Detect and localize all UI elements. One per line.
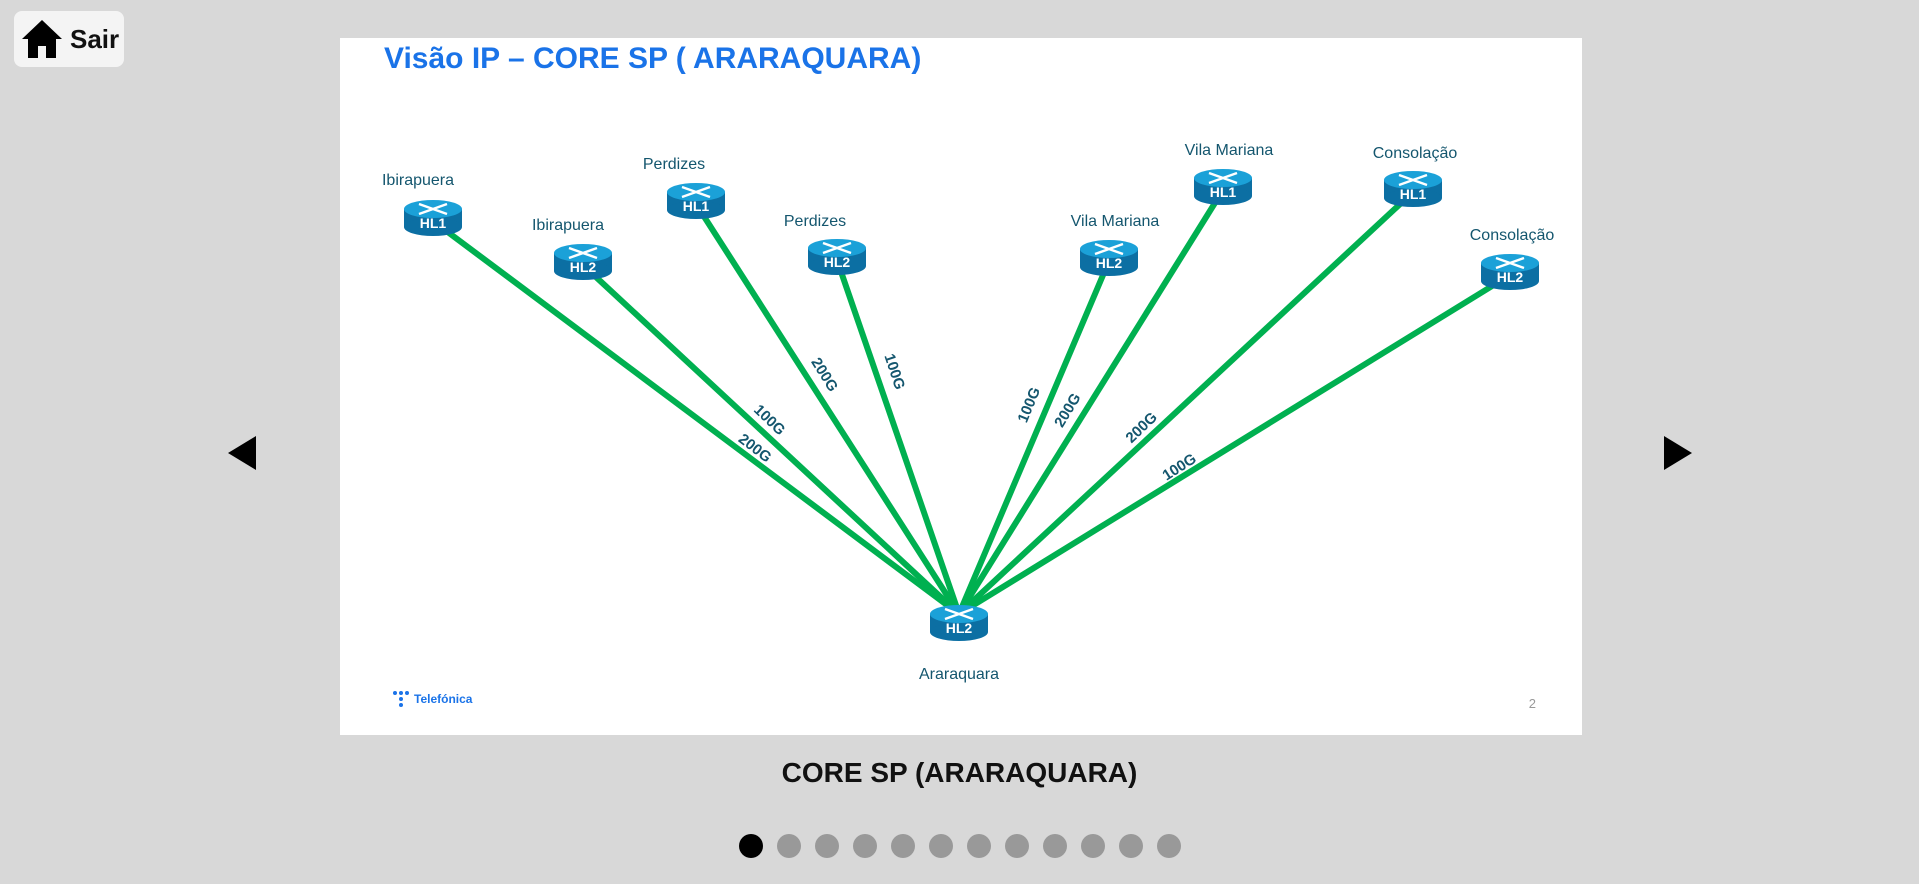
pagination-dot[interactable] bbox=[738, 834, 763, 858]
hub-router-node: HL2 bbox=[930, 605, 988, 641]
router-node: HL1 bbox=[667, 183, 725, 219]
pagination-dot[interactable] bbox=[1004, 834, 1029, 858]
telefonica-logo: Telefónica bbox=[392, 690, 472, 708]
router-tag: HL2 bbox=[1096, 255, 1123, 271]
router-node: HL1 bbox=[1384, 171, 1442, 207]
slide-caption: CORE SP (ARARAQUARA) bbox=[781, 757, 1138, 788]
router-arrows-icon bbox=[1208, 171, 1238, 185]
link-line bbox=[956, 259, 1112, 616]
router-tag: HL2 bbox=[824, 254, 851, 270]
router-arrows-icon bbox=[1094, 242, 1124, 256]
home-icon bbox=[22, 20, 62, 58]
router-site-label: Consolação bbox=[1373, 145, 1458, 162]
router-arrows-icon bbox=[681, 185, 711, 199]
router-tag: HL2 bbox=[946, 620, 973, 636]
link-bandwidth-label: 100G bbox=[750, 401, 788, 439]
router-tag: HL1 bbox=[1400, 186, 1427, 202]
router-arrows-icon bbox=[568, 246, 598, 260]
slide-title: Visão IP – CORE SP ( ARARAQUARA) bbox=[384, 42, 922, 75]
routers-layer: HL1IbirapueraHL2IbirapueraHL1PerdizesHL2… bbox=[382, 142, 1554, 683]
link-line bbox=[431, 218, 961, 617]
pagination-dot[interactable] bbox=[966, 834, 991, 858]
link-line bbox=[957, 272, 1512, 617]
previous-slide-arrow-icon[interactable] bbox=[226, 434, 258, 472]
telefonica-logo-icon bbox=[393, 691, 409, 707]
router-tag: HL2 bbox=[1497, 269, 1524, 285]
router-node: HL2 bbox=[1080, 240, 1138, 276]
pagination-dot[interactable] bbox=[1042, 834, 1067, 858]
router-site-label: Ibirapuera bbox=[382, 172, 454, 189]
router-arrows-icon bbox=[1495, 256, 1525, 270]
router-node: HL1 bbox=[404, 200, 462, 236]
pagination-dots bbox=[0, 834, 1919, 858]
router-arrows-icon bbox=[822, 241, 852, 255]
router-tag: HL2 bbox=[570, 259, 597, 275]
router-arrows-icon bbox=[1398, 173, 1428, 187]
link-bandwidth-label: 100G bbox=[880, 352, 908, 392]
slide-page-number: 2 bbox=[1528, 696, 1536, 711]
router-site-label: Consolação bbox=[1470, 227, 1555, 244]
router-site-label: Vila Mariana bbox=[1185, 142, 1274, 159]
exit-label: Sair bbox=[70, 23, 120, 54]
pagination-dot[interactable] bbox=[1118, 834, 1143, 858]
link-line bbox=[693, 202, 962, 616]
router-node: HL2 bbox=[1481, 254, 1539, 290]
router-tag: HL1 bbox=[1210, 184, 1237, 200]
router-node: HL1 bbox=[1194, 169, 1252, 205]
pagination-dot[interactable] bbox=[814, 834, 839, 858]
pagination-dot[interactable] bbox=[928, 834, 953, 858]
router-arrows-icon bbox=[944, 607, 974, 621]
router-tag: HL1 bbox=[420, 215, 447, 231]
link-line bbox=[956, 189, 1416, 617]
pagination-dot[interactable] bbox=[852, 834, 877, 858]
router-arrows-icon bbox=[418, 202, 448, 216]
link-line bbox=[956, 188, 1226, 616]
router-site-label: Ibirapuera bbox=[532, 217, 604, 234]
router-site-label: Vila Mariana bbox=[1071, 213, 1160, 230]
router-node: HL2 bbox=[808, 239, 866, 275]
pagination-dot[interactable] bbox=[776, 834, 801, 858]
pagination-dot[interactable] bbox=[890, 834, 915, 858]
link-line bbox=[834, 259, 962, 615]
router-site-label: Perdizes bbox=[784, 213, 846, 230]
exit-button[interactable]: Sair bbox=[14, 11, 124, 67]
hub-site-label: Araraquara bbox=[919, 666, 999, 683]
pagination-dot[interactable] bbox=[1080, 834, 1105, 858]
router-tag: HL1 bbox=[683, 198, 710, 214]
logo-text: Telefónica bbox=[414, 692, 473, 706]
router-site-label: Perdizes bbox=[643, 156, 705, 173]
link-line bbox=[580, 262, 962, 617]
pagination-dot[interactable] bbox=[1156, 834, 1181, 858]
router-node: HL2 bbox=[554, 244, 612, 280]
next-slide-arrow-icon[interactable] bbox=[1662, 434, 1694, 472]
